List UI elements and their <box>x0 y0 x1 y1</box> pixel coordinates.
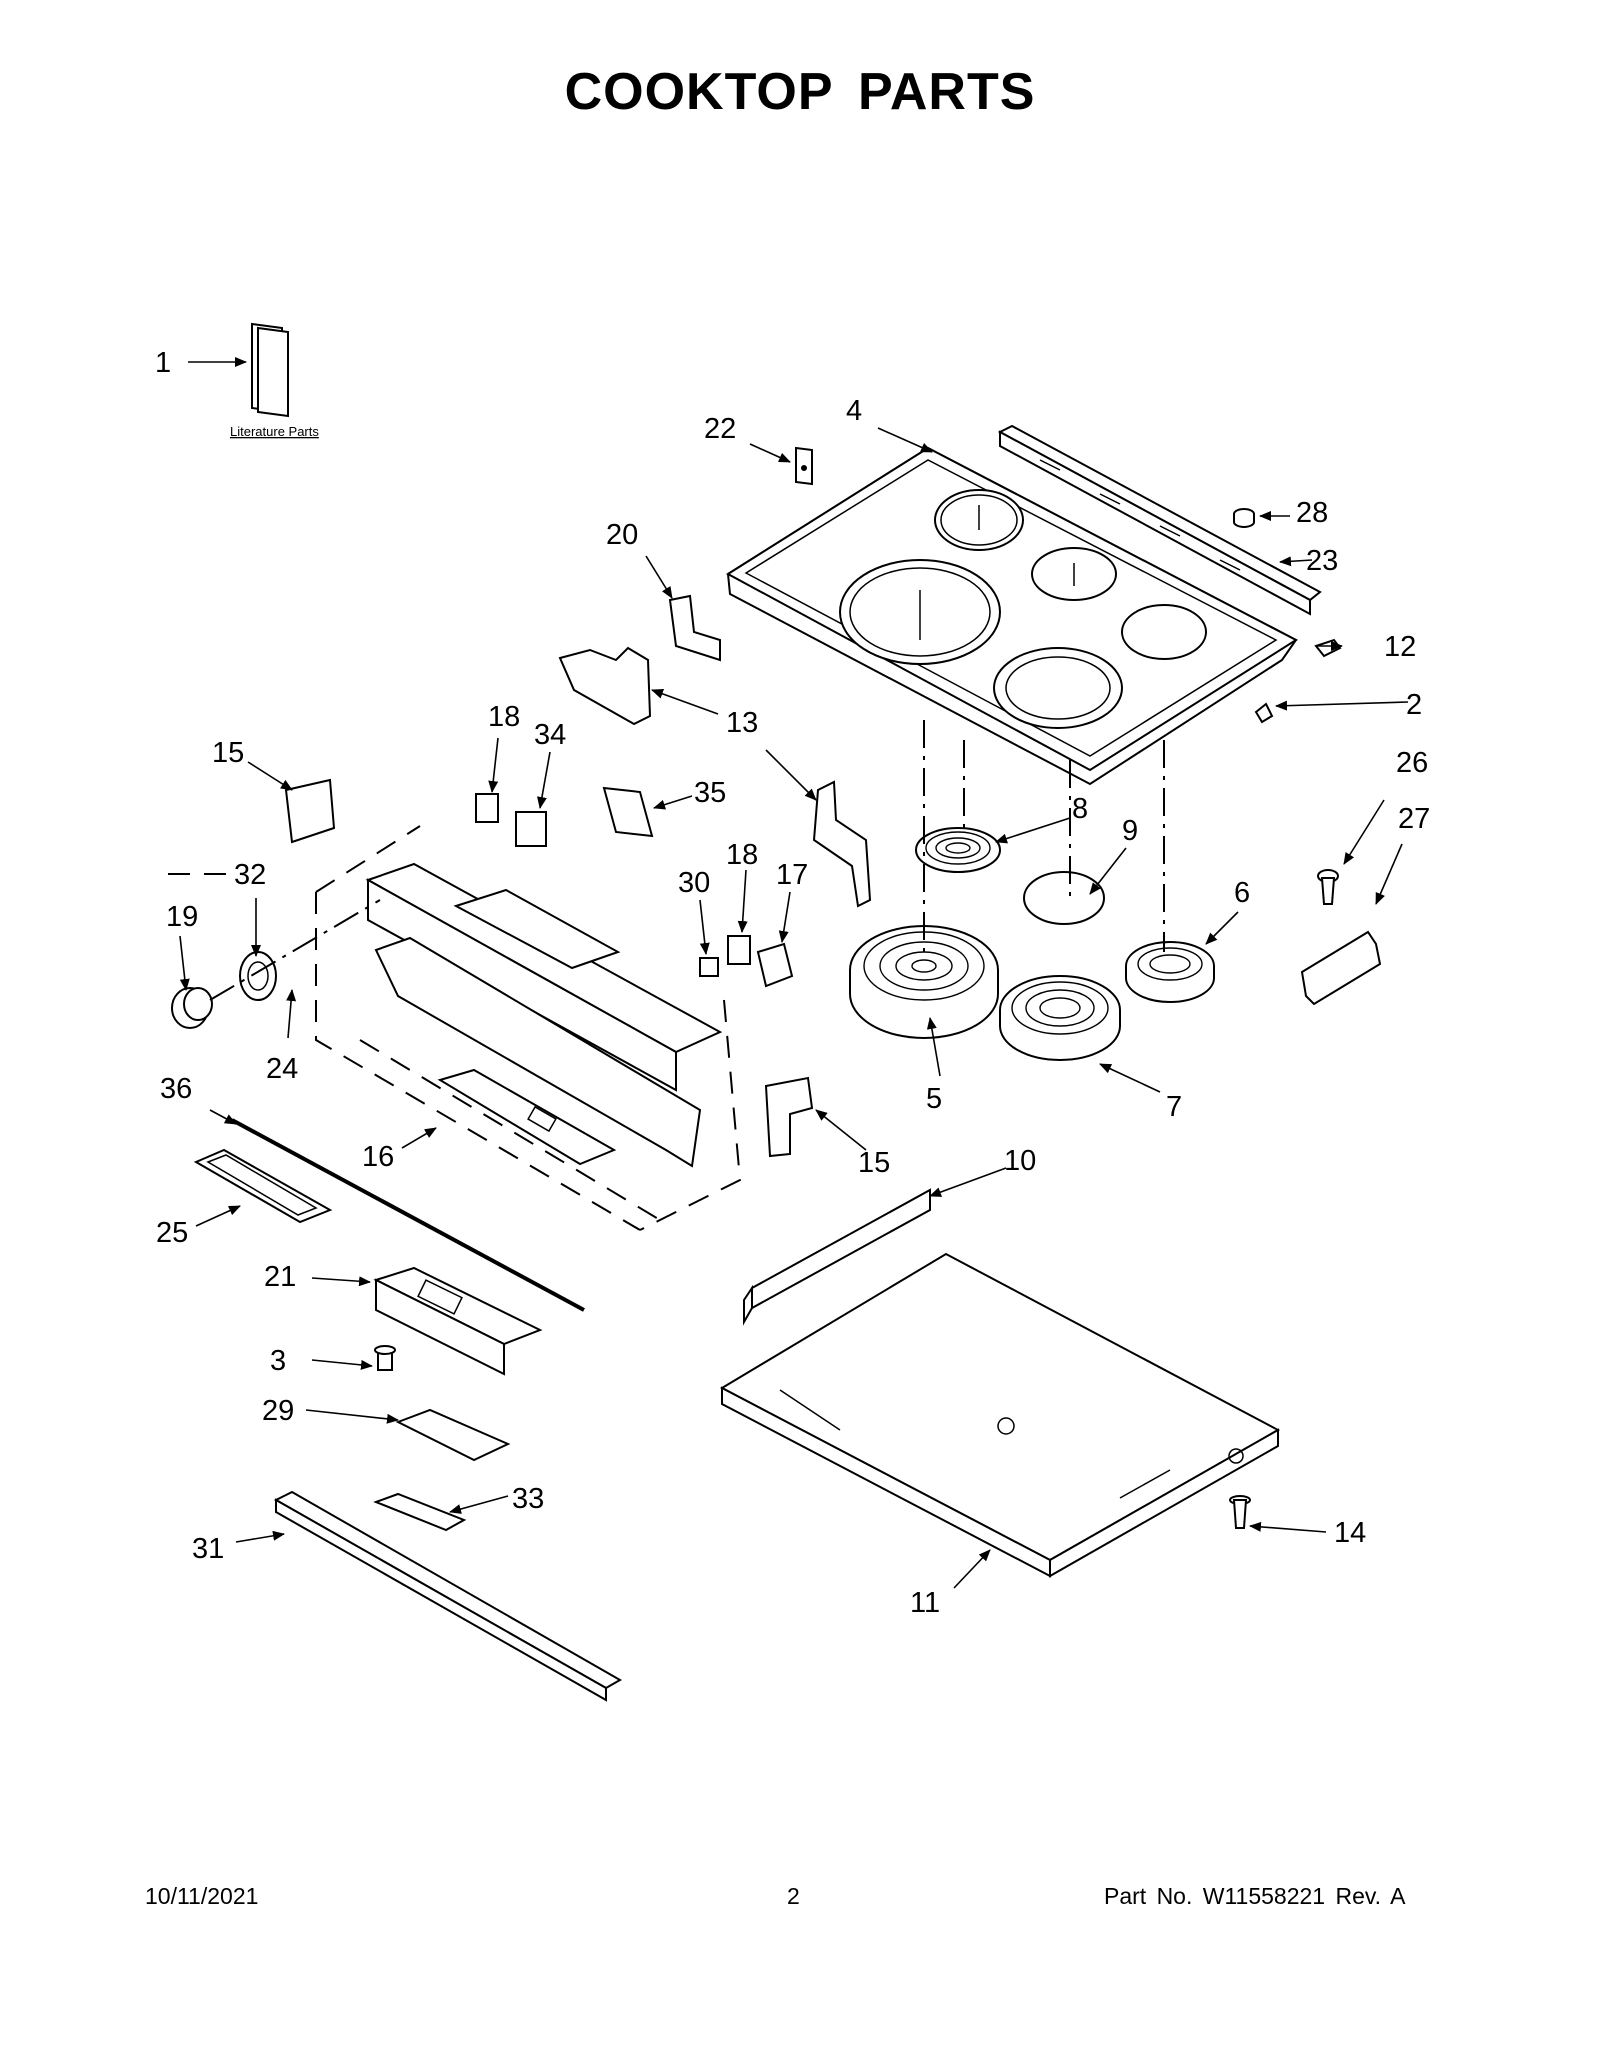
touch-panel-16[interactable] <box>437 1068 617 1166</box>
callout-16: 16 <box>362 1141 394 1173</box>
frame-25[interactable] <box>193 1148 333 1224</box>
control-board-bracket[interactable] <box>374 936 702 1168</box>
callout-5: 5 <box>926 1083 942 1115</box>
callout-33: 33 <box>512 1483 544 1515</box>
callout-22: 22 <box>704 413 736 445</box>
control-board-21[interactable] <box>373 1266 543 1376</box>
bracket-27[interactable] <box>1300 930 1382 1006</box>
screw-3[interactable] <box>374 1345 396 1371</box>
callout-21: 21 <box>264 1261 296 1293</box>
page-title: COOKTOP PARTS <box>564 63 1036 121</box>
shield-15-bottom[interactable] <box>764 1076 814 1158</box>
callout-10: 10 <box>1004 1145 1036 1177</box>
screw-26[interactable] <box>1317 869 1339 905</box>
callout-30: 30 <box>678 867 710 899</box>
callout-35: 35 <box>694 777 726 809</box>
burner-box-11[interactable] <box>719 1252 1281 1578</box>
callout-13: 13 <box>726 707 758 739</box>
callout-24: 24 <box>266 1053 298 1085</box>
callout-9: 9 <box>1122 815 1138 847</box>
callout-7: 7 <box>1166 1091 1182 1123</box>
callout-36: 36 <box>160 1073 192 1105</box>
callout-31: 31 <box>192 1533 224 1565</box>
clip-2[interactable] <box>1254 702 1274 724</box>
part-30[interactable] <box>699 957 719 977</box>
callout-2: 2 <box>1406 689 1422 721</box>
callout-28: 28 <box>1296 497 1328 529</box>
callout-18-left: 18 <box>488 701 520 733</box>
bumper-28[interactable] <box>1233 508 1255 528</box>
board-29[interactable] <box>395 1408 511 1462</box>
callout-6: 6 <box>1234 877 1250 909</box>
relay-18-right[interactable] <box>727 935 751 965</box>
callout-15-bottom: 15 <box>858 1147 890 1179</box>
panel-outline-dashed <box>315 825 742 1231</box>
literature-parts-label: Literature Parts <box>230 424 319 439</box>
element-6[interactable] <box>1125 941 1215 1003</box>
callout-11: 11 <box>910 1587 940 1619</box>
callout-1: 1 <box>155 347 171 379</box>
relay-34[interactable] <box>515 811 547 847</box>
knob-ring-32[interactable] <box>239 951 277 1001</box>
cooktop-glass[interactable] <box>726 446 1299 786</box>
literature-book[interactable] <box>251 322 289 418</box>
relay-18-left[interactable] <box>475 793 499 823</box>
footer-page-number: 2 <box>787 1883 800 1909</box>
switch-17[interactable] <box>756 942 794 988</box>
callout-17: 17 <box>776 859 808 891</box>
callout-29: 29 <box>262 1395 294 1427</box>
switch-12[interactable] <box>1314 638 1342 658</box>
shield-15-top[interactable] <box>284 778 336 844</box>
bracket-10[interactable] <box>743 1188 931 1326</box>
rear-trim[interactable] <box>997 424 1322 616</box>
callout-15-top: 15 <box>212 737 244 769</box>
element-7[interactable] <box>999 975 1121 1061</box>
callout-27: 27 <box>1398 803 1430 835</box>
callout-8: 8 <box>1072 793 1088 825</box>
callout-18-right: 18 <box>726 839 758 871</box>
callout-34: 34 <box>534 719 566 751</box>
callout-23: 23 <box>1306 545 1338 577</box>
bracket-20[interactable] <box>668 594 721 662</box>
screw-14[interactable] <box>1229 1495 1251 1529</box>
control-panel-housing[interactable] <box>365 862 723 1092</box>
callout-26: 26 <box>1396 747 1428 779</box>
rod-36[interactable] <box>231 1118 585 1312</box>
callout-3: 3 <box>270 1345 286 1377</box>
callout-14: 14 <box>1334 1517 1366 1549</box>
callout-20: 20 <box>606 519 638 551</box>
bracket-33[interactable] <box>373 1492 467 1532</box>
callout-12: 12 <box>1384 631 1416 663</box>
element-5[interactable] <box>849 925 999 1039</box>
bracket-35[interactable] <box>602 786 654 838</box>
footer-part-number: Part No. W11558221 Rev. A <box>1104 1883 1406 1909</box>
ring-9[interactable] <box>1023 871 1105 925</box>
callout-32: 32 <box>234 859 266 891</box>
callout-19: 19 <box>166 901 198 933</box>
bracket-13-left[interactable] <box>558 646 652 726</box>
callout-4: 4 <box>846 395 862 427</box>
callout-25: 25 <box>156 1217 188 1249</box>
bracket-13-right[interactable] <box>812 780 872 908</box>
knob-19[interactable] <box>171 987 213 1029</box>
footer-date: 10/11/2021 <box>145 1883 259 1909</box>
element-8[interactable] <box>915 827 1001 873</box>
channel-31[interactable] <box>273 1490 623 1702</box>
